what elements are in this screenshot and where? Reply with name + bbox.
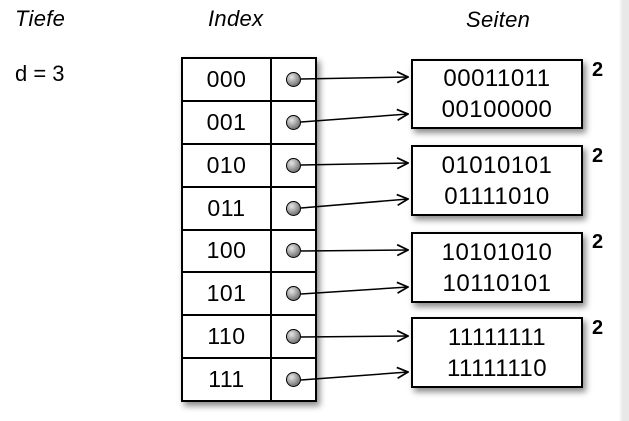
arrow-101-page3 — [300, 287, 408, 295]
pointer-dot-icon — [286, 200, 301, 216]
index-row-110: 110 — [183, 316, 315, 360]
pointer-dot-icon — [286, 329, 301, 345]
index-row-011: 011 — [183, 187, 315, 231]
depth-header: Tiefe — [15, 6, 66, 31]
page-entry: 01111010 — [444, 182, 550, 210]
index-table: 000 001 010 011 100 101 110 111 — [181, 57, 317, 402]
pointer-dot-icon — [286, 157, 301, 173]
index-row-100: 100 — [183, 230, 315, 274]
index-cell-label: 010 — [183, 144, 272, 186]
arrow-000-page1 — [300, 77, 408, 79]
pointer-dot-icon — [286, 114, 301, 130]
pointer-dot-icon — [286, 372, 301, 388]
index-cell-label: 000 — [183, 59, 272, 100]
pointer-cell — [272, 145, 315, 186]
pointer-cell — [272, 316, 315, 357]
index-cell-label: 101 — [183, 273, 272, 315]
page-box-4: 11111111 11111110 — [411, 317, 583, 388]
arrow-110-page4 — [300, 336, 408, 337]
page-entry: 11111111 — [447, 323, 547, 351]
arrow-111-page4 — [300, 372, 408, 381]
index-row-111: 111 — [183, 359, 315, 400]
page-box-3: 10101010 10110101 — [411, 232, 583, 303]
local-depth-page4: 2 — [592, 317, 604, 339]
pointer-cell — [272, 188, 315, 229]
pointer-cell — [272, 102, 315, 143]
index-cell-label: 110 — [183, 316, 272, 358]
pointer-cell — [272, 273, 315, 314]
index-row-001: 001 — [183, 101, 315, 145]
arrow-100-page3 — [300, 250, 408, 251]
page-entry: 10110101 — [442, 269, 552, 297]
pointer-dot-icon — [286, 71, 301, 87]
index-row-010: 010 — [183, 144, 315, 188]
index-row-000: 000 — [183, 59, 315, 102]
index-row-101: 101 — [183, 273, 315, 317]
local-depth-page1: 2 — [592, 59, 604, 81]
local-depth-page3: 2 — [592, 231, 604, 253]
arrow-010-page2 — [300, 163, 408, 165]
index-cell-label: 111 — [183, 359, 272, 400]
local-depth-page2: 2 — [592, 145, 604, 167]
page-entry: 10101010 — [441, 238, 553, 266]
pointer-cell — [272, 359, 315, 400]
pointer-cell — [272, 231, 315, 272]
index-cell-label: 100 — [183, 230, 272, 272]
page-entry: 00100000 — [441, 96, 553, 123]
page-entry: 00011011 — [443, 65, 551, 92]
page-box-1: 00011011 00100000 — [411, 59, 583, 129]
pointer-cell — [272, 59, 315, 100]
pages-header: Seiten — [466, 7, 531, 32]
pointer-dot-icon — [286, 243, 301, 259]
page-entry: 11111110 — [446, 354, 548, 382]
page-box-2: 01010101 01111010 — [411, 145, 583, 216]
arrow-011-page2 — [300, 199, 408, 209]
depth-value: d = 3 — [15, 61, 65, 86]
index-header: Index — [208, 6, 264, 31]
page-entry: 01010101 — [441, 151, 553, 179]
pointer-dot-icon — [286, 286, 301, 302]
arrow-001-page1 — [300, 114, 408, 123]
right-edge-band — [619, 0, 629, 421]
index-cell-label: 011 — [183, 187, 272, 229]
index-cell-label: 001 — [183, 101, 272, 143]
